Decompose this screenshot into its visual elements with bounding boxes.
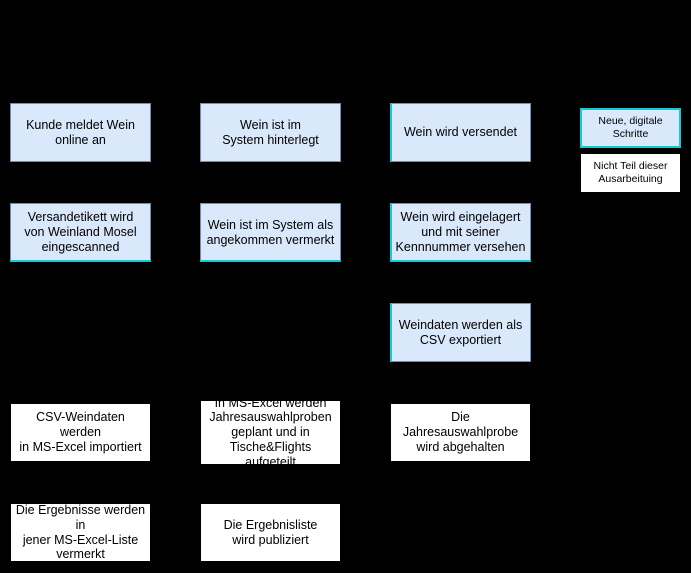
process-node-versandetikett-wird-eingescanned[interactable]: Versandetikett wird von Weinland Mosel e… <box>10 203 151 262</box>
node-label: In MS-Excel werden Jahresauswahlproben g… <box>209 395 332 469</box>
node-label: Kunde meldet Wein online an <box>26 117 135 147</box>
node-label: Die Ergebnisliste wird publiziert <box>223 517 318 547</box>
node-label: Weindaten werden als CSV exportiert <box>398 317 523 347</box>
node-label: Wein wird eingelagert und mit seiner Ken… <box>395 210 526 254</box>
process-node-wein-angekommen-vermerkt[interactable]: Wein ist im System als angekommen vermer… <box>200 203 341 262</box>
connector-stub-weindaten-csv <box>386 328 390 334</box>
node-label: CSV-Weindaten werden in MS-Excel importi… <box>19 410 142 454</box>
process-node-jahresauswahlprobe-abgehalten[interactable]: Die Jahresauswahlprobe wird abgehalten <box>390 403 531 462</box>
process-node-wein-wird-versendet[interactable]: Wein wird versendet <box>390 103 531 162</box>
legend-item-manual[interactable]: Nicht Teil dieser Ausarbeituing <box>580 153 681 193</box>
process-node-ergebnisliste-publiziert[interactable]: Die Ergebnisliste wird publiziert <box>200 503 341 562</box>
node-label: Wein ist im System hinterlegt <box>222 117 319 147</box>
legend-label-manual: Nicht Teil dieser Ausarbeituing <box>593 160 668 185</box>
process-node-wein-wird-eingelagert[interactable]: Wein wird eingelagert und mit seiner Ken… <box>390 203 531 262</box>
connector-stub-eingelagert-bottom <box>457 262 463 267</box>
node-label: Wein wird versendet <box>403 125 517 140</box>
connector-stub-wein-wird-versendet <box>386 128 390 134</box>
node-label: Versandetikett wird von Weinland Mosel e… <box>24 210 137 254</box>
legend-item-digital[interactable]: Neue, digitale Schritte <box>580 108 681 148</box>
process-node-weindaten-csv-exportiert[interactable]: Weindaten werden als CSV exportiert <box>390 303 531 362</box>
process-node-kunde-meldet-wein-online-an[interactable]: Kunde meldet Wein online an <box>10 103 151 162</box>
legend-label-digital: Neue, digitale Schritte <box>598 115 663 140</box>
node-label: Wein ist im System als angekommen vermer… <box>206 217 335 247</box>
process-node-ergebnisse-vermerkt[interactable]: Die Ergebnisse werden in jener MS-Excel-… <box>10 503 151 562</box>
process-node-wein-ist-im-system-hinterlegt[interactable]: Wein ist im System hinterlegt <box>200 103 341 162</box>
node-label: Die Ergebnisse werden in jener MS-Excel-… <box>15 503 146 562</box>
node-label: Die Jahresauswahlprobe wird abgehalten <box>402 410 519 454</box>
process-node-csv-weindaten-importiert[interactable]: CSV-Weindaten werden in MS-Excel importi… <box>10 403 151 462</box>
connector-stub-wein-wird-eingelagert <box>386 228 390 234</box>
process-node-jahresauswahlproben-geplant[interactable]: In MS-Excel werden Jahresauswahlproben g… <box>200 396 341 469</box>
